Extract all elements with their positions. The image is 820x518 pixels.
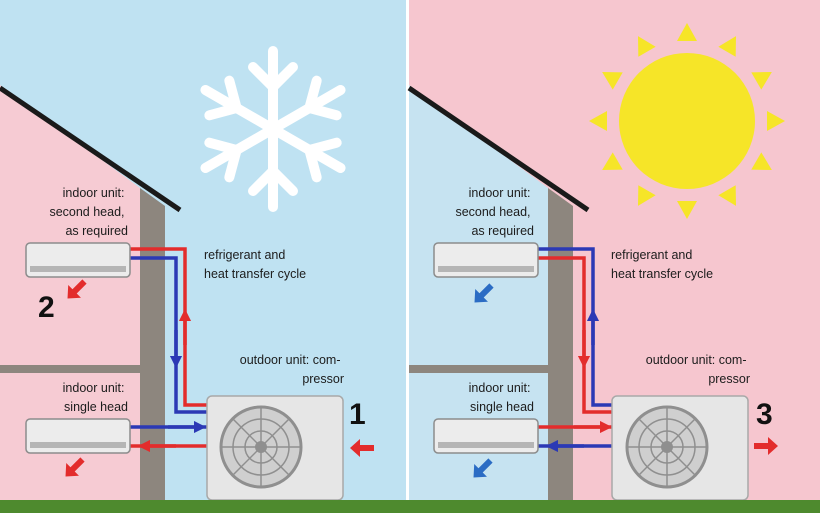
cooling-indoor-unit-lower <box>25 418 131 454</box>
label-line: as required <box>65 224 128 238</box>
cooling-cycle-label: refrigerant and heat transfer cycle <box>204 248 306 281</box>
airflow-arrow-icon <box>474 283 494 303</box>
cooling-single-head-label: indoor unit: single head <box>63 381 128 414</box>
label-line: refrigerant and <box>204 248 285 262</box>
label-line: second head, <box>455 205 530 219</box>
label-line: indoor unit: <box>469 186 531 200</box>
heating-single-head-label: indoor unit: single head <box>469 381 534 414</box>
airflow-arrow-icon <box>65 457 85 477</box>
cooling-floor-divider <box>0 365 140 373</box>
cooling-step-number-1: 1 <box>349 398 366 431</box>
cooling-roof <box>0 85 182 213</box>
cooling-step-number-2: 2 <box>38 291 55 324</box>
label-line: heat transfer cycle <box>611 267 713 281</box>
heating-outdoor-unit <box>611 395 749 501</box>
label-line: outdoor unit: com- <box>240 353 341 367</box>
airflow-arrow-icon <box>473 458 493 478</box>
heating-floor-divider <box>409 365 548 373</box>
cooling-second-head-label: indoor unit: second head, as required <box>49 186 128 238</box>
cooling-house-wall <box>140 188 165 500</box>
label-line: indoor unit: <box>63 381 125 395</box>
sun-icon <box>589 23 785 219</box>
label-line: second head, <box>49 205 124 219</box>
cooling-indoor-unit-upper <box>25 242 131 278</box>
ground <box>0 500 820 513</box>
cooling-outdoor-air-arrow-icon <box>350 439 374 457</box>
label-line: indoor unit: <box>63 186 125 200</box>
label-line: pressor <box>708 372 750 386</box>
heating-panel: indoor unit: second head, as required in… <box>407 0 820 513</box>
heating-outdoor-label: outdoor unit: com- pressor <box>646 353 750 386</box>
snowflake-icon <box>200 46 346 212</box>
airflow-arrow-icon <box>67 279 87 299</box>
heating-outdoor-air-arrow-icon <box>754 437 778 455</box>
cooling-airflow-arrows <box>65 279 87 477</box>
heating-refrigerant-pipes <box>538 247 620 453</box>
label-line: pressor <box>302 372 344 386</box>
heating-second-head-label: indoor unit: second head, as required <box>455 186 534 238</box>
cooling-refrigerant-pipes <box>130 247 215 453</box>
cooling-outdoor-label: outdoor unit: com- pressor <box>240 353 344 386</box>
panel-divider <box>406 0 409 513</box>
heating-indoor-unit-lower <box>433 418 539 454</box>
heating-house-wall <box>548 188 573 500</box>
label-line: indoor unit: <box>469 381 531 395</box>
label-line: single head <box>470 400 534 414</box>
heating-step-number-3: 3 <box>756 398 773 431</box>
label-line: single head <box>64 400 128 414</box>
label-line: refrigerant and <box>611 248 692 262</box>
label-line: heat transfer cycle <box>204 267 306 281</box>
heating-cycle-label: refrigerant and heat transfer cycle <box>611 248 713 281</box>
heating-roof <box>407 85 590 213</box>
label-line: outdoor unit: com- <box>646 353 747 367</box>
cooling-outdoor-unit <box>206 395 344 501</box>
cooling-panel: indoor unit: second head, as required in… <box>0 0 408 513</box>
heating-indoor-unit-upper <box>433 242 539 278</box>
heating-airflow-arrows <box>473 283 494 478</box>
label-line: as required <box>471 224 534 238</box>
